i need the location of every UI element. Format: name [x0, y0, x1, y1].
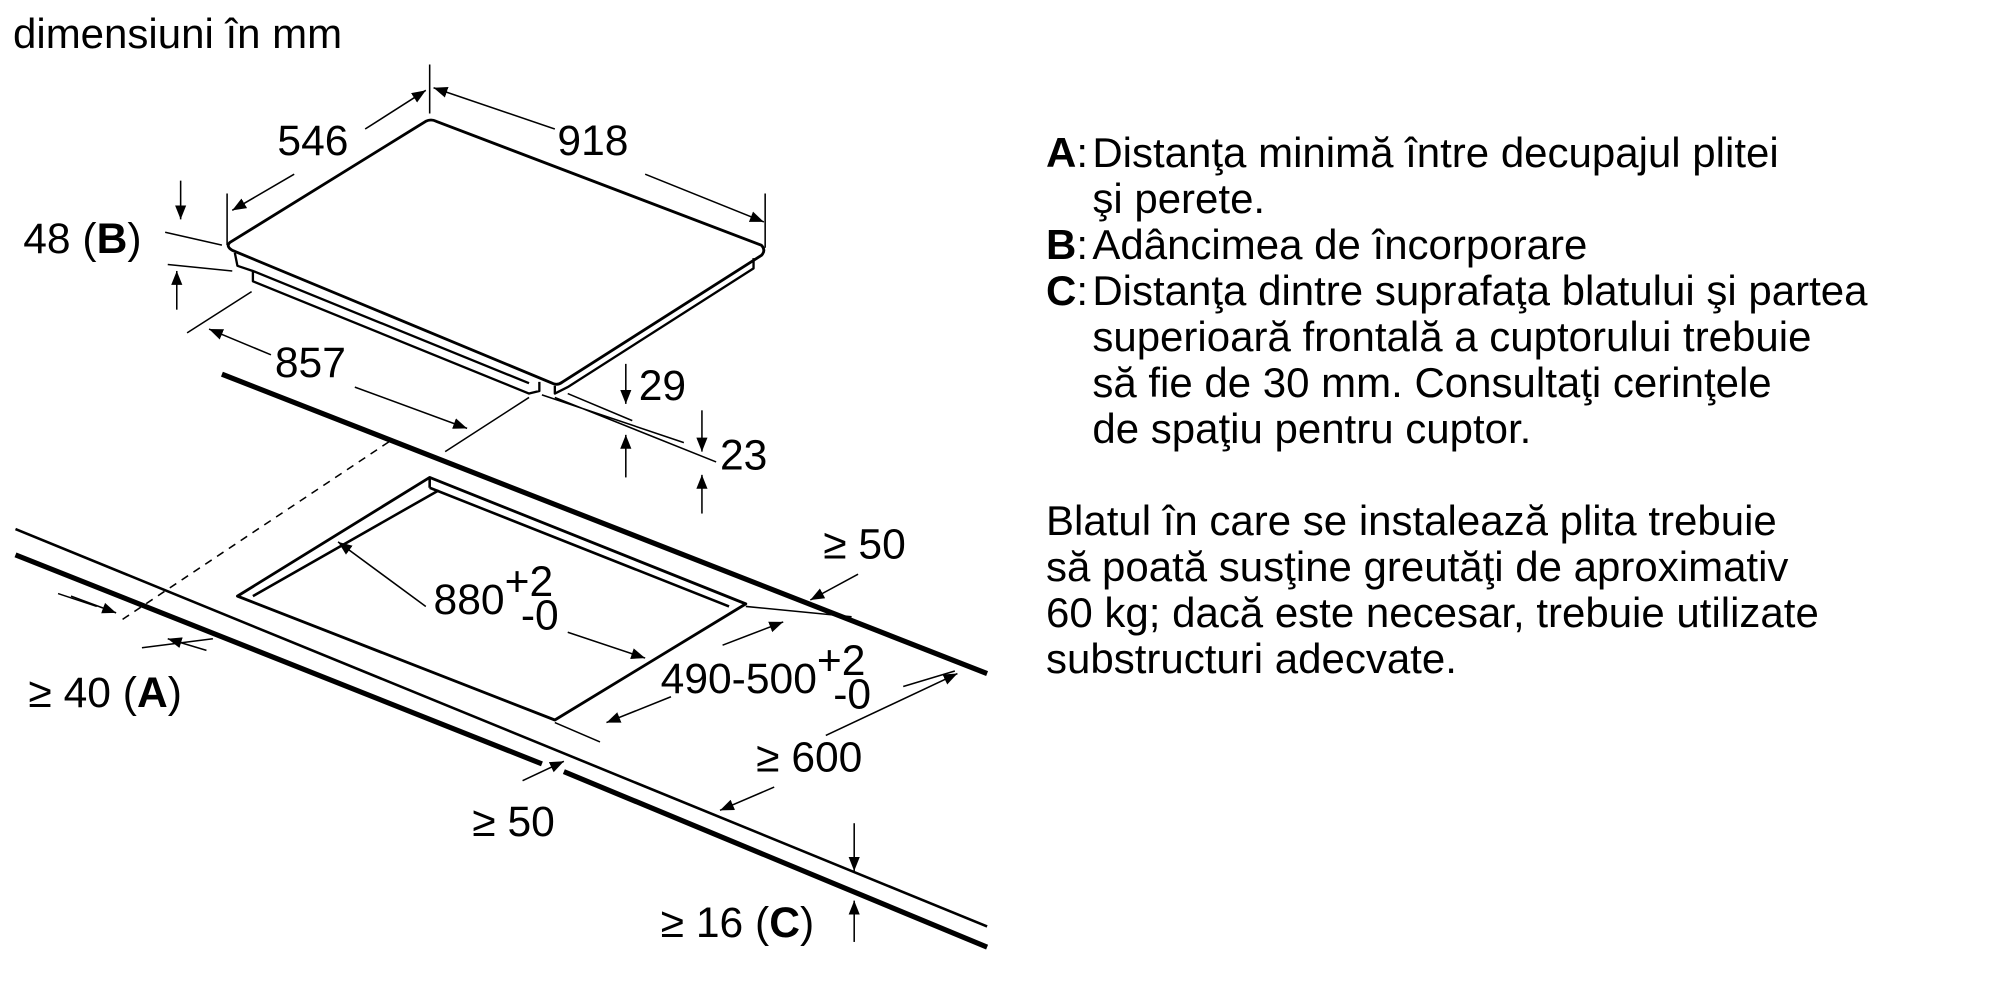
label-600: ≥ 600: [756, 734, 862, 782]
legend: A: Distanţa minimă între decupajul plite…: [1046, 130, 1867, 452]
label-23: 23: [720, 432, 767, 480]
hob-body: [233, 252, 755, 395]
dim-918: [433, 86, 556, 130]
legend-item-a: A: Distanţa minimă între decupajul plite…: [1046, 129, 1779, 222]
label-48: 48 (B): [23, 215, 141, 263]
label-front-50: ≥ 50: [472, 798, 555, 846]
cutout-outer: [236, 475, 748, 722]
counter-front-bottom-edge: [14, 552, 989, 950]
legend-item-c: C: Distanţa dintre suprafaţa blatului şi…: [1046, 267, 1868, 452]
dim-490-500: [722, 621, 784, 646]
counter-back-edge: [220, 371, 989, 676]
label-857: 857: [275, 339, 346, 387]
weight-note: Blatul în care se instalează plita trebu…: [1046, 497, 1819, 682]
label-880: 880+2-0: [434, 558, 559, 640]
label-918: 918: [557, 117, 628, 165]
counter-front-top-edge: [14, 527, 988, 928]
dim-880: [337, 541, 427, 608]
label-29: 29: [639, 362, 686, 410]
dim-857: [208, 328, 272, 356]
label-16: ≥ 16 (C): [661, 899, 815, 947]
hob-top-plate: [226, 118, 766, 386]
label-546: 546: [277, 117, 348, 165]
units-caption: dimensiuni în mm: [13, 10, 343, 57]
label-490-500: 490-500+2-0: [661, 637, 871, 719]
legend-item-b: B: Adâncimea de încorporare: [1046, 221, 1588, 268]
dim-front-50: [522, 760, 565, 782]
wall-reference-line: [122, 438, 394, 620]
dim-600: [825, 672, 958, 737]
label-back-50: ≥ 50: [823, 521, 906, 569]
dim-546: [364, 89, 427, 130]
dim-40: [70, 595, 117, 614]
dim-back-50: [809, 573, 859, 601]
label-40: ≥ 40 (A): [28, 669, 182, 717]
